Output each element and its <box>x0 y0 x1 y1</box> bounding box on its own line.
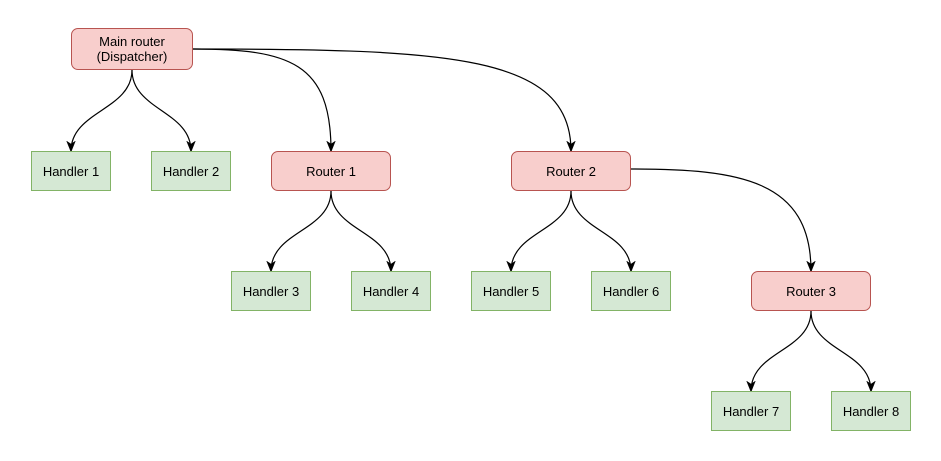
node-label: Main router (Dispatcher) <box>96 34 168 64</box>
node-label: Router 3 <box>786 283 836 299</box>
edge-connector <box>751 310 812 391</box>
node-handler-5[interactable]: Handler 5 <box>471 271 551 311</box>
node-handler-4[interactable]: Handler 4 <box>351 271 431 311</box>
node-label: Handler 8 <box>842 403 900 419</box>
node-handler-7[interactable]: Handler 7 <box>711 391 791 431</box>
edge-connector <box>271 190 332 271</box>
node-label: Handler 3 <box>242 283 300 299</box>
edge-connector <box>192 48 331 151</box>
node-handler-8[interactable]: Handler 8 <box>831 391 911 431</box>
node-handler-6[interactable]: Handler 6 <box>591 271 671 311</box>
edge-connector <box>570 190 631 271</box>
edge-connector <box>131 69 191 151</box>
edge-connector <box>810 310 871 391</box>
node-label: Handler 7 <box>722 403 780 419</box>
edge-connector <box>71 69 133 151</box>
node-label: Handler 2 <box>162 163 220 179</box>
node-label: Router 1 <box>306 163 356 179</box>
node-router-2[interactable]: Router 2 <box>511 151 631 191</box>
node-router-3[interactable]: Router 3 <box>751 271 871 311</box>
node-label: Handler 6 <box>602 283 660 299</box>
node-handler-2[interactable]: Handler 2 <box>151 151 231 191</box>
node-label: Router 2 <box>546 163 596 179</box>
edge-connector <box>192 48 571 151</box>
node-label: Handler 4 <box>362 283 420 299</box>
node-label: Handler 5 <box>482 283 540 299</box>
node-handler-3[interactable]: Handler 3 <box>231 271 311 311</box>
node-router-1[interactable]: Router 1 <box>271 151 391 191</box>
edge-connector <box>330 190 391 271</box>
edges-group <box>71 48 871 391</box>
node-main-router[interactable]: Main router (Dispatcher) <box>71 28 193 70</box>
node-label: Handler 1 <box>42 163 100 179</box>
edge-connector <box>511 190 572 271</box>
edge-connector <box>630 168 811 271</box>
node-handler-1[interactable]: Handler 1 <box>31 151 111 191</box>
